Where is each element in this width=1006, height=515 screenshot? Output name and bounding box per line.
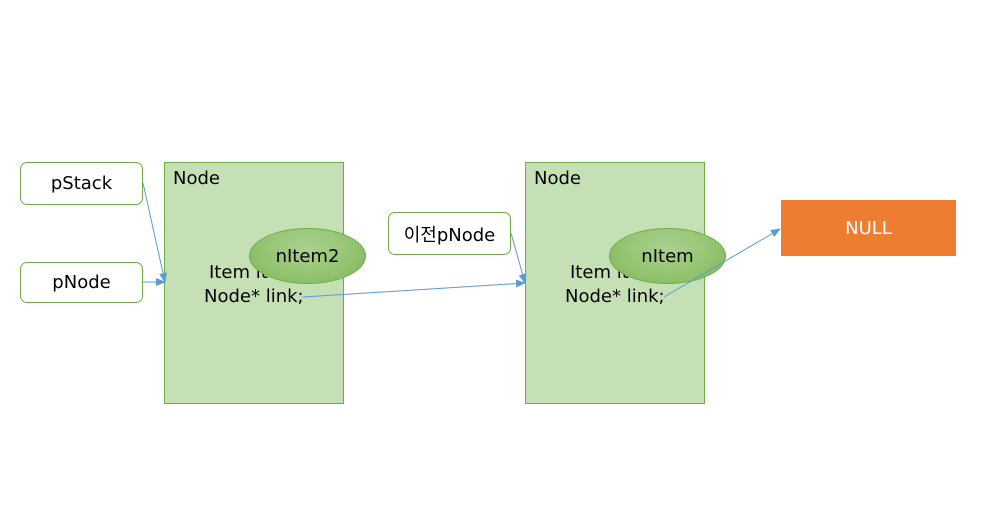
nitem-label: nItem — [641, 245, 694, 267]
prev-pnode-label: 이전pNode — [403, 224, 496, 246]
prev-pnode-box: 이전pNode — [388, 212, 511, 255]
nitem-bubble: nItem — [609, 228, 726, 284]
arrow-prev-pnode-to-node2 — [510, 232, 527, 284]
pstack-label: pStack — [50, 173, 113, 194]
nitem2-label: nItem2 — [275, 245, 340, 267]
node-2-link-field: Node* link; — [565, 286, 665, 307]
nitem2-bubble: nItem2 — [249, 228, 366, 284]
node-1-link-field: Node* link; — [204, 286, 304, 307]
null-box: NULL — [781, 200, 956, 256]
null-label: NULL — [845, 217, 892, 239]
arrow-pstack-to-node1 — [142, 182, 167, 283]
pstack-box: pStack — [20, 162, 143, 205]
node-2-title: Node — [534, 168, 581, 189]
pnode-box: pNode — [20, 262, 143, 303]
pnode-label: pNode — [52, 272, 111, 293]
node-1-title: Node — [173, 168, 220, 189]
